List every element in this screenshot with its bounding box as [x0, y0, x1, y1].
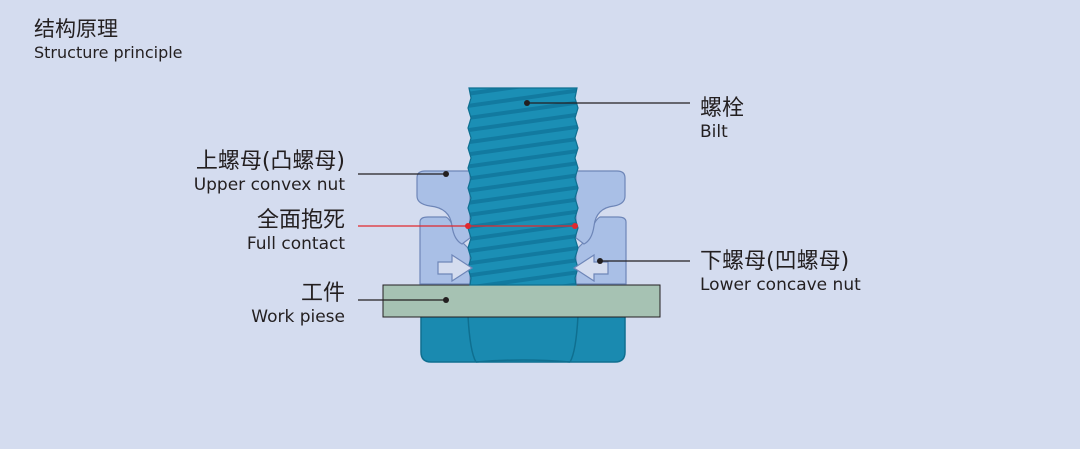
- hex-nut-face-curve: [467, 315, 579, 363]
- label-upper-nut-zh: 上螺母(凸螺母): [195, 149, 345, 174]
- contact-dot-right: [572, 223, 578, 229]
- label-full-contact-en: Full contact: [246, 234, 345, 254]
- bottom-hex-nut: [420, 314, 626, 363]
- label-workpiece-en: Work piese: [251, 307, 345, 327]
- label-workpiece: 工件 Work piese: [251, 281, 345, 328]
- label-upper-nut: 上螺母(凸螺母) Upper convex nut: [194, 149, 345, 196]
- contact-dot-left: [465, 223, 471, 229]
- contact-arrow-right: [572, 253, 609, 283]
- label-upper-nut-en: Upper convex nut: [193, 175, 345, 195]
- label-workpiece-zh: 工件: [300, 281, 345, 306]
- label-lower-nut: 下螺母(凹螺母) Lower concave nut: [700, 249, 861, 296]
- label-bolt-zh: 螺栓: [700, 96, 745, 121]
- title-chinese: 结构原理: [34, 17, 118, 41]
- title-english: Structure principle: [34, 43, 183, 62]
- upper-convex-nut-right: [575, 170, 626, 245]
- leader-upper-nut-dot: [443, 171, 449, 177]
- leader-lower-nut-dot: [597, 258, 603, 264]
- label-full-contact: 全面抱死 Full contact: [247, 208, 345, 255]
- label-full-contact-zh: 全面抱死: [256, 208, 345, 233]
- bolt-shaft: [467, 87, 579, 286]
- contact-arrow-left: [437, 253, 474, 283]
- label-bolt: 螺栓 Bilt: [700, 96, 744, 143]
- label-bolt-en: Bilt: [700, 122, 728, 142]
- label-lower-nut-zh: 下螺母(凹螺母): [700, 249, 850, 274]
- leader-workpiece-dot: [443, 297, 449, 303]
- leader-bolt-dot: [524, 100, 530, 106]
- label-lower-nut-en: Lower concave nut: [700, 275, 861, 295]
- workpiece-plate: [382, 284, 661, 318]
- header: 结构原理 Structure principle: [34, 16, 183, 64]
